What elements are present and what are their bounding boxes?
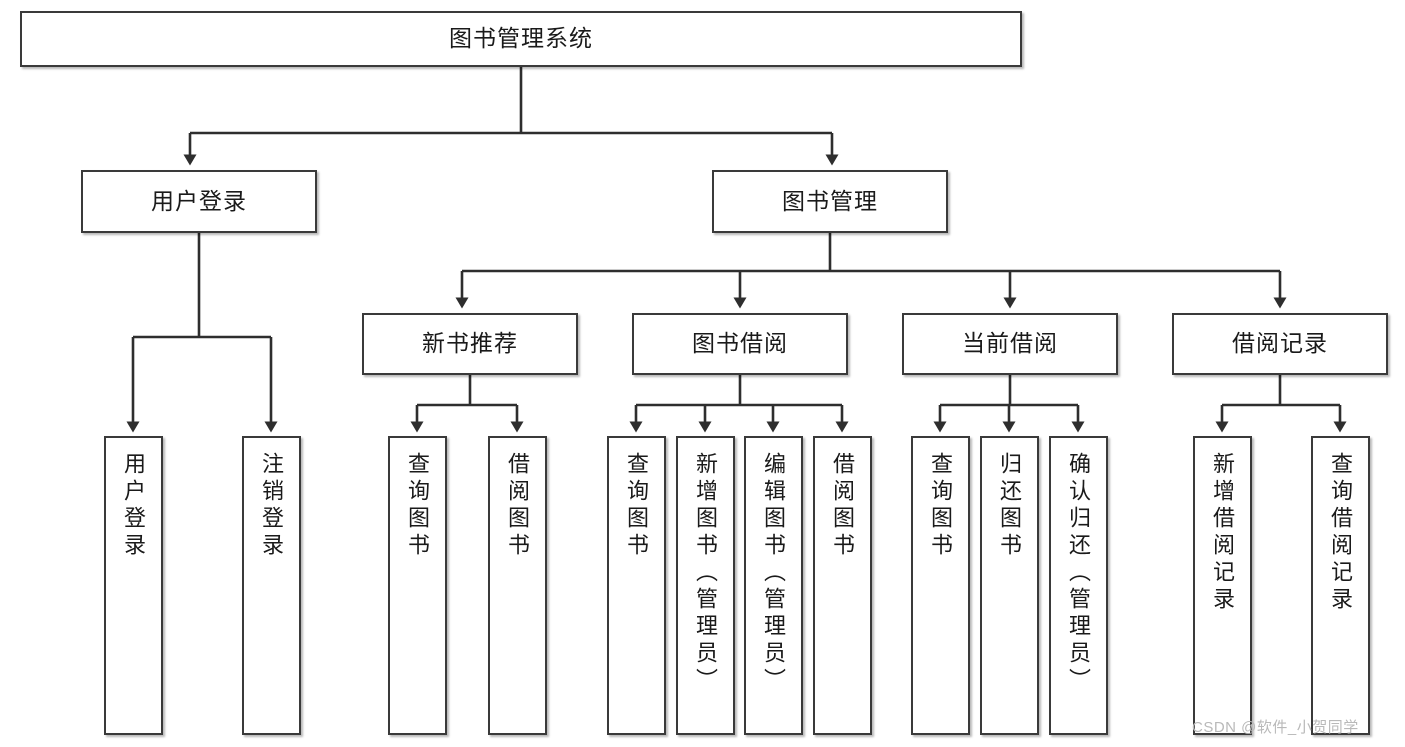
node-label: 用户登录 bbox=[151, 187, 247, 214]
leaf-current-query-book[interactable]: 查询图书 bbox=[911, 436, 970, 735]
node-label: 新增借阅记录 bbox=[1210, 452, 1236, 614]
node-label: 当前借阅 bbox=[962, 330, 1058, 357]
node-root-book-management-system[interactable]: 图书管理系统 bbox=[20, 11, 1022, 67]
watermark: CSDN @软件_小贺同学 bbox=[1192, 719, 1359, 736]
node-label: 查询图书 bbox=[928, 452, 954, 560]
leaf-user-login-logout[interactable]: 注销登录 bbox=[242, 436, 301, 735]
node-label: 用户登录 bbox=[121, 452, 147, 560]
node-label: 图书管理 bbox=[782, 187, 878, 214]
leaf-records-query-record[interactable]: 查询借阅记录 bbox=[1311, 436, 1370, 735]
node-label: 借阅记录 bbox=[1232, 330, 1328, 357]
leaf-recommend-borrow-book[interactable]: 借阅图书 bbox=[488, 436, 547, 735]
node-label: 确认归还（管理员） bbox=[1066, 452, 1092, 695]
leaf-user-login-login[interactable]: 用户登录 bbox=[104, 436, 163, 735]
leaf-current-confirm-return-admin[interactable]: 确认归还（管理员） bbox=[1049, 436, 1108, 735]
node-label: 新增图书（管理员） bbox=[693, 452, 719, 695]
leaf-borrow-edit-book-admin[interactable]: 编辑图书（管理员） bbox=[744, 436, 803, 735]
node-current-borrow[interactable]: 当前借阅 bbox=[902, 313, 1118, 375]
node-label: 查询图书 bbox=[405, 452, 431, 560]
node-label: 图书借阅 bbox=[692, 330, 788, 357]
node-label: 注销登录 bbox=[259, 452, 285, 560]
node-label: 借阅图书 bbox=[505, 452, 531, 560]
node-new-book-recommend[interactable]: 新书推荐 bbox=[362, 313, 578, 375]
leaf-borrow-borrow-book[interactable]: 借阅图书 bbox=[813, 436, 872, 735]
leaf-borrow-query-book[interactable]: 查询图书 bbox=[607, 436, 666, 735]
leaf-borrow-add-book-admin[interactable]: 新增图书（管理员） bbox=[676, 436, 735, 735]
leaf-recommend-query-book[interactable]: 查询图书 bbox=[388, 436, 447, 735]
node-user-login[interactable]: 用户登录 bbox=[81, 170, 317, 233]
node-label: 新书推荐 bbox=[422, 330, 518, 357]
node-label: 编辑图书（管理员） bbox=[761, 452, 787, 695]
leaf-records-add-record[interactable]: 新增借阅记录 bbox=[1193, 436, 1252, 735]
node-borrow-records[interactable]: 借阅记录 bbox=[1172, 313, 1388, 375]
leaf-current-return-book[interactable]: 归还图书 bbox=[980, 436, 1039, 735]
node-label: 查询借阅记录 bbox=[1328, 452, 1354, 614]
node-book-borrow[interactable]: 图书借阅 bbox=[632, 313, 848, 375]
node-label: 图书管理系统 bbox=[449, 25, 593, 52]
node-label: 归还图书 bbox=[997, 452, 1023, 560]
node-label: 查询图书 bbox=[624, 452, 650, 560]
node-book-management[interactable]: 图书管理 bbox=[712, 170, 948, 233]
node-label: 借阅图书 bbox=[830, 452, 856, 560]
